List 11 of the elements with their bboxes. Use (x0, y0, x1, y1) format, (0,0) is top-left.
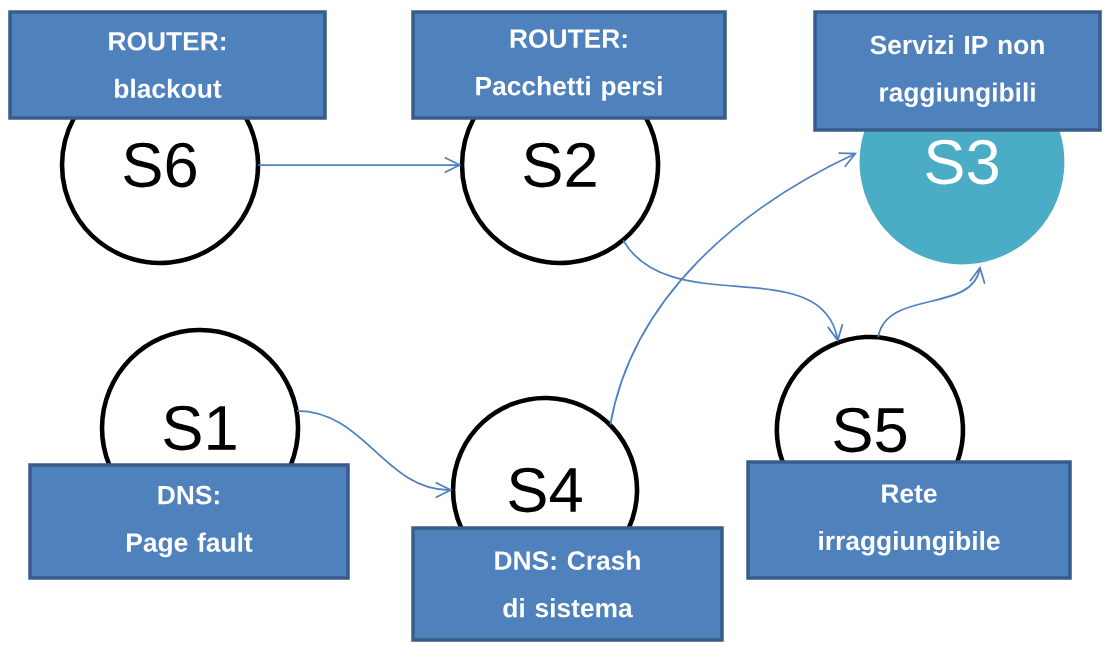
label-box: Servizi IP non raggiungibili (813, 10, 1102, 132)
label-box: DNS: Page fault (28, 463, 350, 580)
arrow (257, 156, 462, 174)
label-box: Rete irraggiungibile (746, 460, 1072, 580)
arrow (877, 265, 986, 338)
label-box: DNS: Crash di sistema (411, 526, 724, 642)
label-box: ROUTER: Pacchetti persi (411, 10, 727, 120)
arrow (622, 239, 844, 343)
arrow (609, 152, 858, 426)
arrow (296, 410, 453, 499)
label-box: ROUTER: blackout (8, 10, 327, 120)
